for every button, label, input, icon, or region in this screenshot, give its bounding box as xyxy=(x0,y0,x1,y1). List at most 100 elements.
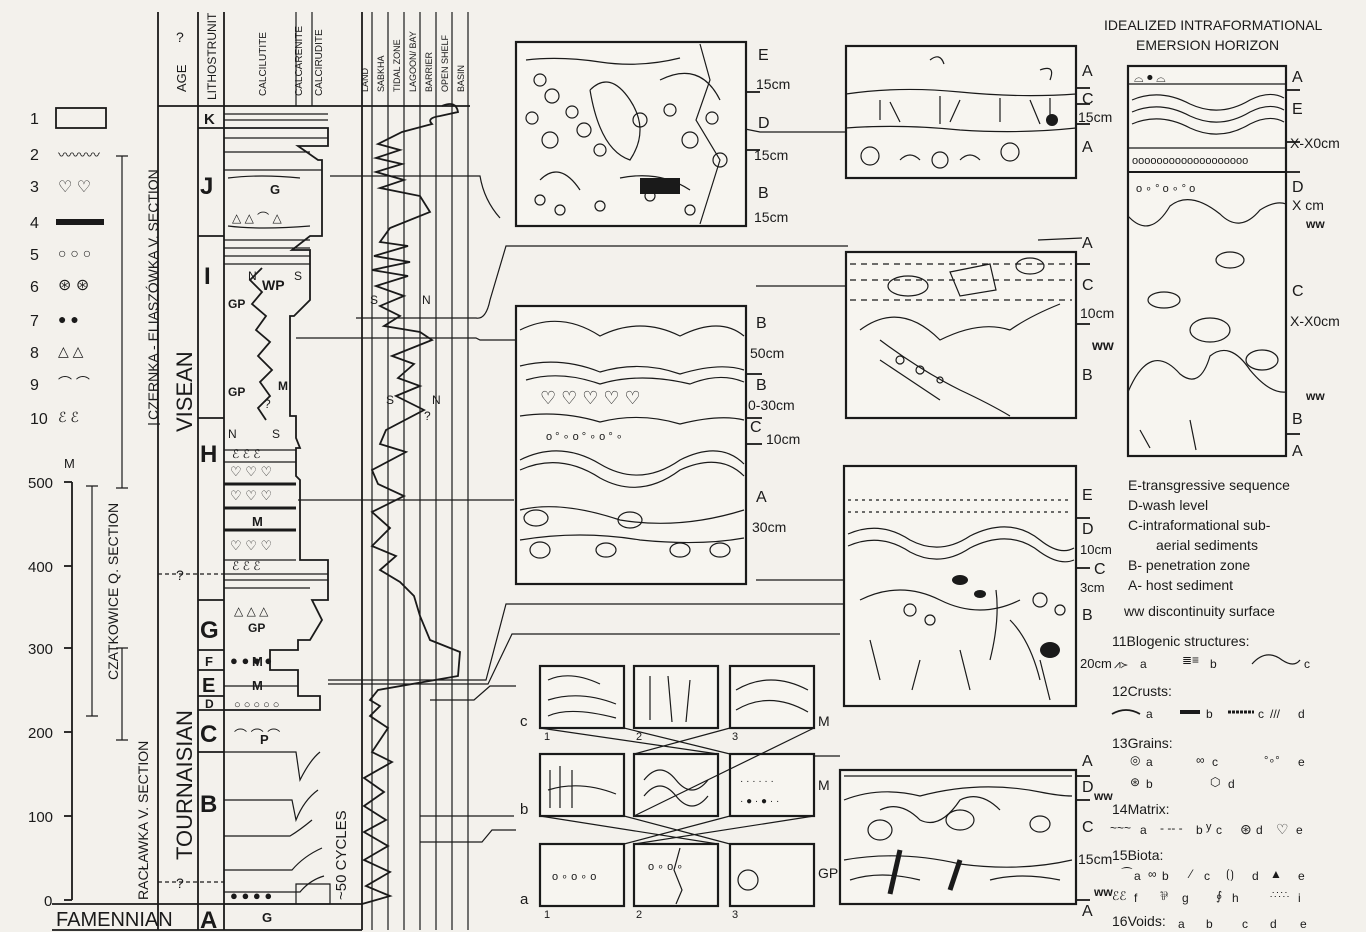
label-gp-h: GP xyxy=(228,385,245,399)
svg-text:o ∘ o ∘: o ∘ o ∘ xyxy=(648,861,683,873)
grid-right-m-1: M xyxy=(818,713,830,729)
svg-text:≣≡: ≣≡ xyxy=(1182,653,1199,667)
legend-number-4: 4 xyxy=(30,215,39,232)
panel-aca: A C 15cm A xyxy=(846,46,1112,178)
panel4-ww: ww xyxy=(1091,337,1114,353)
age-boundary-question-2: ? xyxy=(176,875,184,891)
legend-12-b: b xyxy=(1206,707,1213,721)
header-barrier: BARRIER xyxy=(424,51,434,92)
ideal-ww-1: ww xyxy=(1305,217,1325,231)
legend-symbol-7: ● ● xyxy=(58,311,79,327)
panel3-label-a: A xyxy=(756,489,767,506)
legend-number-9: 9 xyxy=(30,377,39,394)
legend-13-a: a xyxy=(1146,755,1153,769)
legend-number-5: 5 xyxy=(30,247,39,264)
legend-symbol-10: ℰ ℰ xyxy=(58,409,79,425)
legend-14-b: b xyxy=(1196,823,1203,837)
unit-f: F xyxy=(205,654,213,669)
legend-14-d: d xyxy=(1256,823,1263,837)
panel1-label-b: B xyxy=(758,185,769,202)
legend-15-h: h xyxy=(1232,891,1239,905)
svg-text:°∘°: °∘° xyxy=(1264,755,1280,767)
svg-text:∞: ∞ xyxy=(1148,867,1157,881)
legend-15-d: d xyxy=(1252,869,1259,883)
unit-a: A xyxy=(200,907,217,932)
legend-13-c: c xyxy=(1212,755,1218,769)
grid-col-2-c: 2 xyxy=(636,731,642,743)
ideal-label-c: C xyxy=(1292,283,1304,300)
key-d: D-wash level xyxy=(1128,497,1208,513)
svg-text:ooooooooooooooooooo: ooooooooooooooooooo xyxy=(1132,155,1248,167)
legend-11-b: b xyxy=(1210,657,1217,671)
svg-text:⟮⟯: ⟮⟯ xyxy=(1226,867,1234,881)
unit-i: I xyxy=(204,263,211,290)
scale-tick-200: 200 xyxy=(28,725,53,742)
age-tournaisian: TOURNAISIAN xyxy=(172,710,197,860)
panel-adca: A D ww C 15cm ww A xyxy=(840,753,1113,920)
header-lagoon-bay: LAGOON/ BAY xyxy=(408,31,418,92)
panel5-label-b: B xyxy=(1082,607,1093,624)
svg-text:♡ ♡ ♡: ♡ ♡ ♡ xyxy=(230,488,272,503)
legend-13-e: e xyxy=(1298,755,1305,769)
legend-15-f: f xyxy=(1134,891,1138,905)
legend-16-a: a xyxy=(1178,917,1185,931)
header-calcilutite: CALCILUTITE xyxy=(258,32,269,96)
svg-text:ℰ ℰ ℰ: ℰ ℰ ℰ xyxy=(232,559,260,573)
svg-text:⁀: ⁀ xyxy=(1121,867,1133,881)
section-czatkowice: CZATKOWICE Q. SECTION xyxy=(105,503,121,680)
legend-symbol-3: ♡ ♡ xyxy=(58,179,91,196)
idealized-horizon: IDEALIZED INTRAFORMATIONAL EMERSION HORI… xyxy=(1104,17,1340,460)
grid-col-3-c: 3 xyxy=(732,731,738,743)
stratigraphic-column: AGE LITHOSTRUNIT CALCILUTITE CALCARENITE… xyxy=(52,12,470,932)
legend-symbol-2: 〰〰〰 xyxy=(58,147,100,163)
label-m-h2: M xyxy=(252,514,263,529)
label-p: P xyxy=(260,732,269,747)
svg-text:⊛: ⊛ xyxy=(1240,821,1252,837)
grid-col-2-a: 2 xyxy=(636,909,642,921)
svg-text:o ∘ ° o ∘ ° o: o ∘ ° o ∘ ° o xyxy=(1136,183,1195,195)
legend-12-a: a xyxy=(1146,707,1153,721)
legend-number-7: 7 xyxy=(30,313,39,330)
age-visean: VISEAN xyxy=(172,351,197,432)
age-famennian: FAMENNIAN xyxy=(56,909,173,931)
legend-number-6: 6 xyxy=(30,279,39,296)
label-n-env: N xyxy=(422,293,431,307)
legend-16-c: c xyxy=(1242,917,1248,931)
legend-12-d: d xyxy=(1298,707,1305,721)
svg-text:♡ ♡ ♡: ♡ ♡ ♡ xyxy=(230,538,272,553)
label-s-1: S xyxy=(294,269,302,283)
legend-12-c: c xyxy=(1258,707,1264,721)
svg-text:♡: ♡ xyxy=(1276,821,1289,837)
panel4-label-c: C xyxy=(1082,277,1094,294)
ideal-label-d: D xyxy=(1292,179,1304,196)
unit-e: E xyxy=(202,675,215,697)
header-open-shelf: OPEN SHELF xyxy=(440,34,450,92)
label-m-h: M xyxy=(278,379,288,393)
panel6-ww-1: ww xyxy=(1093,789,1113,803)
legend-14-title: 14Matrix: xyxy=(1112,801,1170,817)
grid-right-gp: GP xyxy=(818,865,838,881)
svg-text:∞: ∞ xyxy=(1196,753,1205,767)
ideal-label-b: B xyxy=(1292,411,1303,428)
svg-text:♡ ♡ ♡ ♡ ♡: ♡ ♡ ♡ ♡ ♡ xyxy=(540,388,641,408)
small-panel-grid: o ∘ o ∘ o o ∘ o ∘ · · · · · · · ● · ● · … xyxy=(520,666,838,921)
unit-b: B xyxy=(200,791,217,818)
ideal-label-a: A xyxy=(1292,69,1303,86)
svg-text:- -- -: - -- - xyxy=(1160,821,1183,835)
legend-16-d: d xyxy=(1270,917,1277,931)
panel6-label-a2: A xyxy=(1082,903,1093,920)
svg-text:● ● ● ●: ● ● ● ● xyxy=(230,888,272,903)
svg-text:y: y xyxy=(1206,821,1212,833)
legend-number-3: 3 xyxy=(30,179,39,196)
panel-edcb: E D 10cm C 3cm B 20cm xyxy=(844,466,1112,706)
key-b: B- penetration zone xyxy=(1128,557,1250,573)
panel2-label-c: C xyxy=(1082,91,1094,108)
scale-tick-300: 300 xyxy=(28,641,53,658)
grid-col-1-c: 1 xyxy=(544,731,550,743)
legend-16-e: e xyxy=(1300,917,1307,931)
label-m-f: M xyxy=(252,654,263,669)
unit-g: G xyxy=(200,617,219,644)
svg-text:⊛: ⊛ xyxy=(1130,775,1140,789)
legend-15-c: c xyxy=(1204,869,1210,883)
label-g-j: G xyxy=(270,182,280,197)
